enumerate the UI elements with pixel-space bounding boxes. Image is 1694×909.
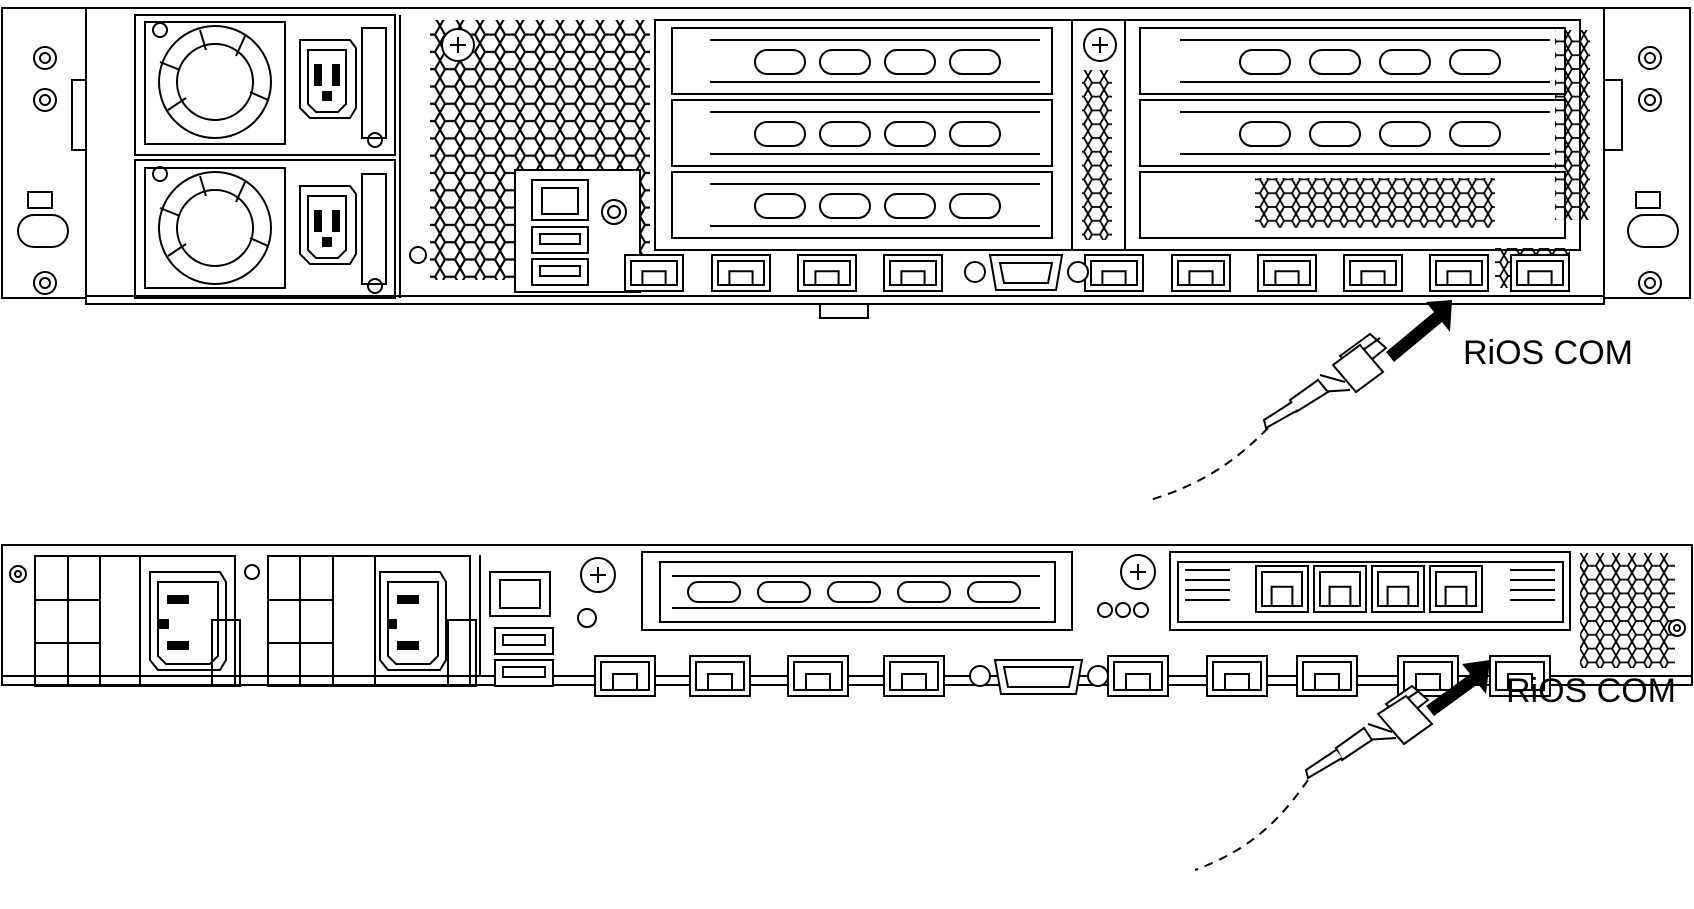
lower-riser-card-rj45-ports [1255, 565, 1483, 613]
lower-rj45-ports [594, 655, 1551, 697]
fan-icon [158, 25, 272, 139]
rj45-port-icon [1107, 655, 1169, 697]
rj45-port-icon [711, 254, 771, 292]
ac-inlet-icon [299, 185, 357, 265]
rj45-cable-plug-icon [1262, 332, 1388, 430]
lower-rios-com-label: RiOS COM [1506, 672, 1676, 710]
rj45-port-icon [1296, 655, 1358, 697]
rj45-port-icon [1255, 565, 1309, 613]
fan-icon [158, 171, 272, 285]
rj45-port-icon [1510, 254, 1570, 292]
rj45-port-icon [883, 254, 943, 292]
left-rack-ear [1, 7, 87, 299]
cable-dashed-line [1194, 779, 1309, 871]
lower-console-cable [1194, 660, 1490, 871]
rj45-cable-plug-icon [1304, 684, 1434, 780]
rj45-port-icon [787, 655, 849, 697]
rj45-port-icon [1371, 565, 1425, 613]
rj45-port-icon [1084, 254, 1144, 292]
upper-psu-2 [134, 159, 396, 299]
upper-expansion-slots [671, 27, 1566, 239]
rj45-port-icon [1206, 655, 1268, 697]
rj45-port-icon [1257, 254, 1317, 292]
rj45-port-icon [797, 254, 857, 292]
lower-expansion-slot-1 [659, 561, 1056, 623]
screw-icon [33, 46, 1662, 295]
vga-port-icon [964, 254, 1089, 291]
rj45-port-icon [489, 571, 551, 617]
lower-psu-2 [267, 555, 477, 687]
rj45-port-icon [1429, 565, 1483, 613]
right-rack-ear [1603, 7, 1691, 299]
vga-port-icon [969, 659, 1109, 695]
upper-rios-com-label: RiOS COM [1463, 334, 1633, 372]
rj45-port-icon [1489, 655, 1551, 697]
rj45-port-icon [1171, 254, 1231, 292]
rj45-port-icon [1313, 565, 1367, 613]
rj45-port-icon [1429, 254, 1489, 292]
arrow-icon [1386, 300, 1452, 362]
upper-rj45-ports [624, 254, 1570, 292]
rj45-port-icon [594, 655, 656, 697]
rj45-port-icon [689, 655, 751, 697]
upper-console-cable [1149, 300, 1452, 501]
upper-psu-1 [134, 14, 396, 156]
usb-port-icon [531, 226, 589, 286]
ac-inlet-icon [149, 571, 227, 671]
arrow-icon [1426, 660, 1490, 716]
lower-psu-1 [34, 555, 260, 687]
ac-inlet-icon [379, 571, 447, 671]
usb-port-icon [494, 627, 554, 687]
ac-inlet-icon [299, 39, 357, 119]
rj45-port-icon [531, 179, 589, 221]
rj45-port-icon [624, 254, 684, 292]
cable-dashed-line [1149, 427, 1269, 501]
lower-expansion-slot-2 [1177, 561, 1564, 623]
rj45-port-icon [1343, 254, 1403, 292]
rj45-port-icon [883, 655, 945, 697]
